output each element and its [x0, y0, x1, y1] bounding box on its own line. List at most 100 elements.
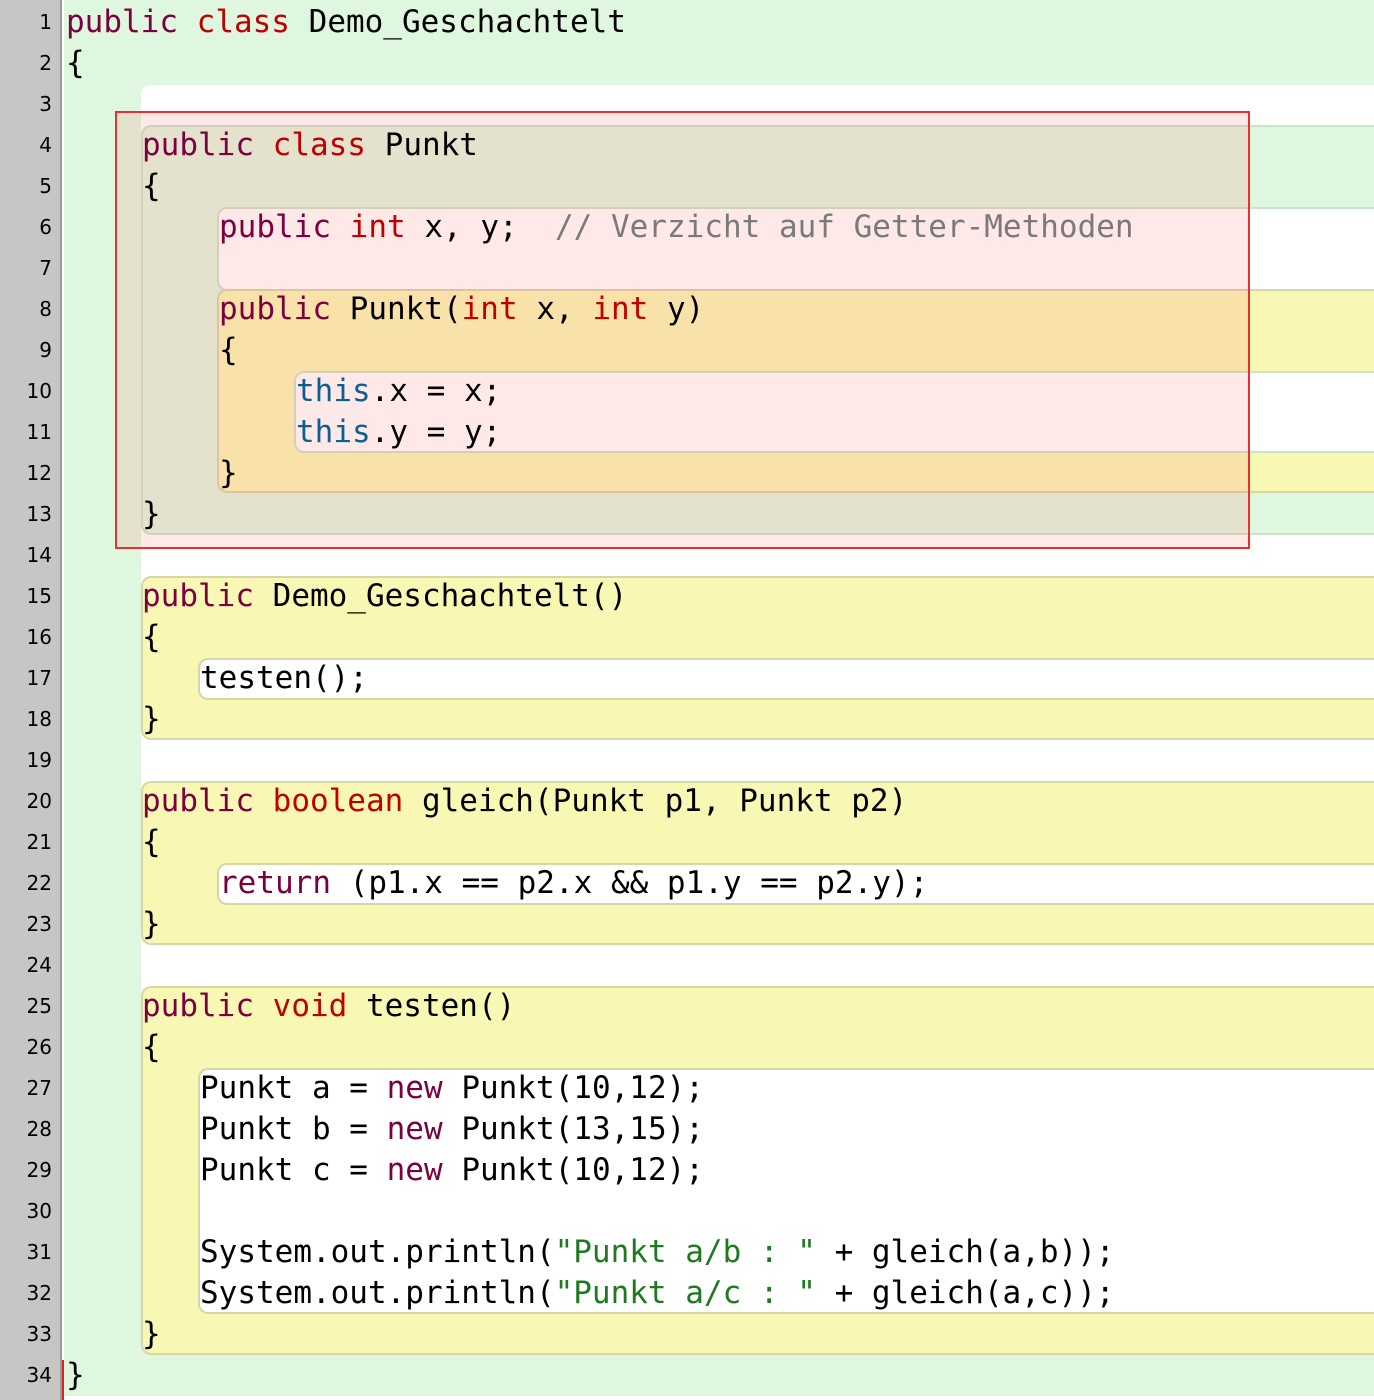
keyword: return [219, 865, 331, 901]
line-number: 4 [39, 133, 52, 157]
line-number: 19 [26, 748, 52, 772]
line-number: 8 [39, 297, 52, 321]
keyword: public [142, 578, 254, 614]
code-line-2[interactable]: { [66, 43, 85, 84]
line-number: 1 [39, 10, 52, 34]
code-line-20[interactable]: public boolean gleich(Punkt p1, Punkt p2… [142, 781, 907, 822]
code-line-9[interactable]: { [219, 330, 238, 371]
keyword: public [219, 209, 331, 245]
line-number: 24 [26, 953, 52, 977]
keyword: class [196, 4, 290, 40]
line-number: 31 [26, 1240, 52, 1264]
code-line-21[interactable]: { [142, 822, 161, 863]
brace: } [142, 701, 161, 737]
keyword: public [142, 783, 254, 819]
gutter-divider [60, 0, 62, 1400]
code-line-6[interactable]: public int x, y; // Verzicht auf Getter-… [219, 207, 1134, 248]
type: boolean [272, 783, 404, 819]
code-text: .y = y; [370, 414, 502, 450]
code-line-5[interactable]: { [142, 166, 161, 207]
code-line-22[interactable]: return (p1.x == p2.x && p1.y == p2.y); [219, 863, 928, 904]
brace: } [219, 455, 238, 491]
highlight-box [115, 111, 1250, 549]
demo-constructor-body [198, 658, 1374, 700]
line-number: 15 [26, 584, 52, 608]
brace: { [142, 168, 161, 204]
line-number: 30 [26, 1199, 52, 1223]
line-number: 28 [26, 1117, 52, 1141]
code-line-32[interactable]: System.out.println("Punkt a/c : " + glei… [200, 1273, 1115, 1314]
line-number: 32 [26, 1281, 52, 1305]
line-number: 9 [39, 338, 52, 362]
code-text: gleich(Punkt p1, Punkt p2) [421, 783, 908, 819]
this-keyword: this [296, 414, 371, 450]
code-text: Punkt(10,12); [461, 1070, 704, 1106]
line-number: 12 [26, 461, 52, 485]
code-text: testen() [365, 988, 516, 1024]
code-line-34[interactable]: } [66, 1355, 85, 1396]
code-line-15[interactable]: public Demo_Geschachtelt() [142, 576, 627, 617]
code-line-18[interactable]: } [142, 699, 161, 740]
keyword: public [142, 127, 254, 163]
line-number: 3 [39, 92, 52, 116]
code-line-31[interactable]: System.out.println("Punkt a/b : " + glei… [200, 1232, 1115, 1273]
code-text: x, [536, 291, 574, 327]
line-number: 5 [39, 174, 52, 198]
code-text: x, y; [424, 209, 518, 245]
code-text: (p1.x == p2.x && p1.y == p2.y); [349, 865, 929, 901]
code-text: System.out.println( [200, 1275, 555, 1311]
line-number: 18 [26, 707, 52, 731]
code-line-29[interactable]: Punkt c = new Punkt(10,12); [200, 1150, 704, 1191]
brace: } [142, 906, 161, 942]
code-line-17[interactable]: testen(); [200, 658, 368, 699]
code-line-13[interactable]: } [142, 494, 161, 535]
class-name: Demo_Geschachtelt [308, 4, 626, 40]
new-keyword: new [386, 1070, 443, 1106]
brace: } [142, 1316, 161, 1352]
line-number: 6 [39, 215, 52, 239]
line-number: 14 [26, 543, 52, 567]
line-number: 11 [26, 420, 52, 444]
class-name: Punkt [384, 127, 478, 163]
type: int [592, 291, 649, 327]
code-line-26[interactable]: { [142, 1027, 161, 1068]
type: void [272, 988, 348, 1024]
new-keyword: new [386, 1111, 443, 1147]
code-text: Demo_Geschachtelt() [272, 578, 628, 614]
code-line-33[interactable]: } [142, 1314, 161, 1355]
line-number: 25 [26, 994, 52, 1018]
line-number: 20 [26, 789, 52, 813]
line-number: 10 [26, 379, 52, 403]
code-line-10[interactable]: this.x = x; [296, 371, 501, 412]
code-text: + gleich(a,b)); [815, 1234, 1115, 1270]
code-text: y) [666, 291, 705, 327]
line-number: 29 [26, 1158, 52, 1182]
gutter-marker [62, 1360, 64, 1400]
string-literal: "Punkt a/c : " [554, 1275, 816, 1311]
code-line-1[interactable]: public class Demo_Geschachtelt [66, 2, 626, 43]
code-text: testen(); [200, 660, 368, 696]
string-literal: "Punkt a/b : " [554, 1234, 816, 1270]
code-line-23[interactable]: } [142, 904, 161, 945]
code-line-27[interactable]: Punkt a = new Punkt(10,12); [200, 1068, 704, 1109]
code-text: System.out.println( [200, 1234, 555, 1270]
code-line-11[interactable]: this.y = y; [296, 412, 501, 453]
keyword: public [142, 988, 254, 1024]
this-keyword: this [296, 373, 371, 409]
line-number: 27 [26, 1076, 52, 1100]
line-number: 17 [26, 666, 52, 690]
code-line-8[interactable]: public Punkt(int x, int y) [219, 289, 704, 330]
brace: { [142, 824, 161, 860]
brace: { [142, 619, 161, 655]
code-line-25[interactable]: public void testen() [142, 986, 515, 1027]
code-line-28[interactable]: Punkt b = new Punkt(13,15); [200, 1109, 704, 1150]
code-line-12[interactable]: } [219, 453, 238, 494]
line-number: 34 [26, 1363, 52, 1387]
line-number: 13 [26, 502, 52, 526]
comment: // Verzicht auf Getter-Methoden [554, 209, 1134, 245]
gleich-method-body [217, 863, 1374, 905]
code-text: Punkt(13,15); [461, 1111, 704, 1147]
code-line-16[interactable]: { [142, 617, 161, 658]
code-line-4[interactable]: public class Punkt [142, 125, 478, 166]
brace: { [66, 45, 85, 81]
